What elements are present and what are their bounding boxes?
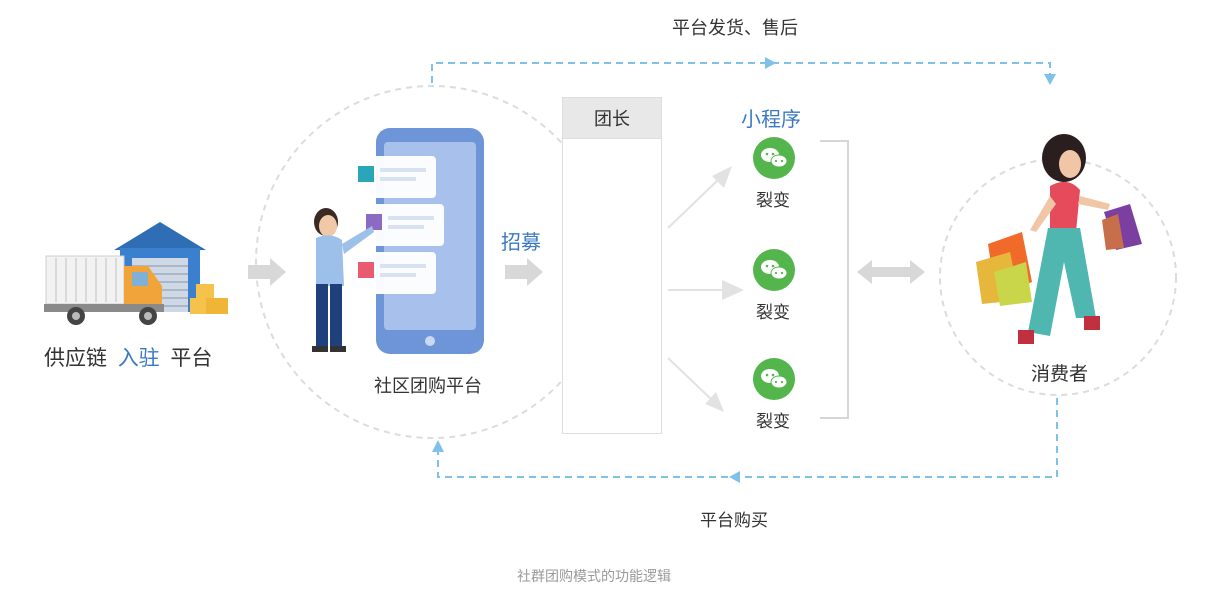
fission-bracket [820,140,849,419]
supply-highlight: 入驻 [117,346,160,370]
supply-suffix: 平台 [170,346,213,370]
platform-entry-arrowhead [432,440,444,452]
bidirectional-arrow [857,260,925,284]
fanout-arrowhead-top [712,166,732,188]
fission-label: 裂变 [756,303,790,323]
fanout-lines [667,179,725,401]
bottom-flow-line [437,398,1058,478]
warehouse-truck-icon [44,222,228,325]
wechat-icon [753,249,795,291]
consumer-label: 消费者 [1031,363,1089,385]
supply-to-platform-arrow [248,258,286,286]
fanout-arrowhead-bottom [705,392,724,412]
recruit-label: 招募 [501,230,541,254]
supply-chain-label: 供应链 入驻 平台 [44,342,212,372]
top-flow-arrowhead [765,57,776,69]
supply-prefix: 供应链 [44,346,107,370]
wechat-icon [753,358,795,400]
fanout-arrowhead-mid [722,280,744,300]
mini-program-label: 小程序 [741,107,801,131]
top-flow-line [431,62,1051,83]
woman-user-icon [312,208,374,352]
platform-label: 社区团购平台 [374,376,482,397]
phone-app-icon [352,128,484,354]
wechat-icon [753,137,795,179]
recruit-arrow [505,258,543,286]
top-flow-label: 平台发货、售后 [672,18,798,39]
bottom-flow-label: 平台购买 [700,511,768,531]
fission-label: 裂变 [756,191,790,211]
fission-label: 裂变 [756,412,790,432]
figure-caption: 社群团购模式的功能逻辑 [517,569,671,585]
leader-header: 团长 [562,97,662,139]
leader-list [562,139,662,434]
shopper-woman-icon [976,134,1142,344]
bottom-flow-arrowhead [729,471,740,483]
consumer-entry-arrowhead [1044,74,1056,85]
